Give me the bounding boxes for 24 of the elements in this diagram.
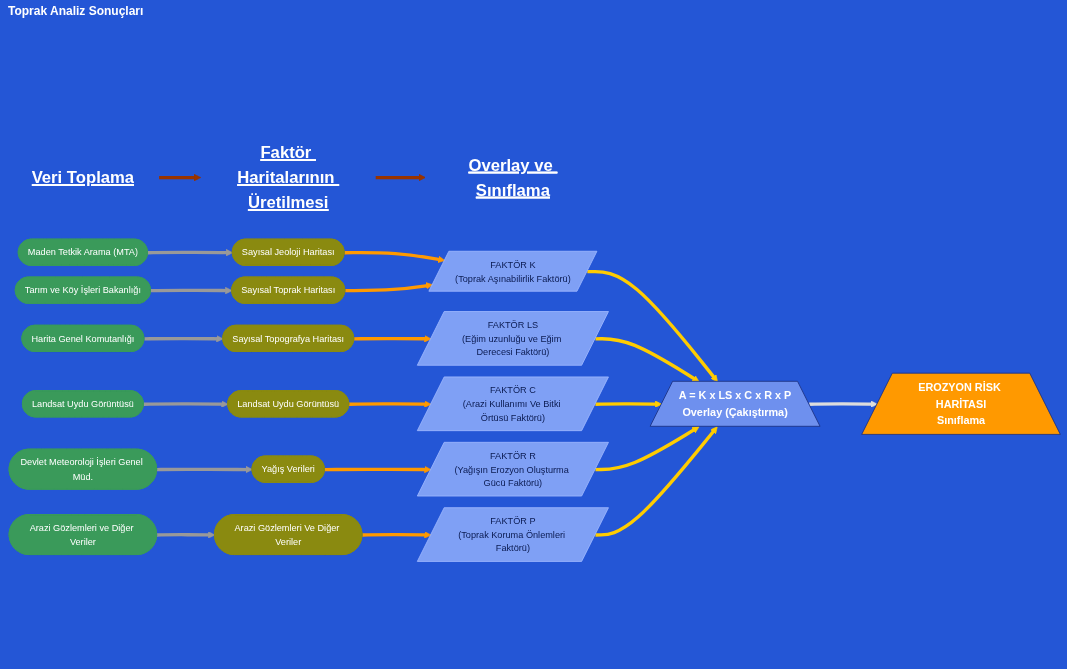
arrow: [157, 531, 216, 539]
arrow: [147, 249, 234, 257]
arrow: [595, 426, 700, 472]
arrow: [144, 335, 224, 343]
arrow: [595, 426, 718, 537]
node-text: Veri Toplama: [31, 168, 135, 187]
arrow: [354, 335, 432, 343]
arrow: [143, 400, 229, 408]
arrow: [156, 465, 253, 474]
arrow: [324, 465, 432, 474]
node-text: Faktör Haritalarının Üretilmesi: [237, 143, 335, 212]
arrow: [595, 337, 700, 383]
arrow: [809, 400, 878, 408]
arrow: [159, 173, 202, 182]
arrow: [349, 400, 432, 408]
arrow: [344, 250, 446, 263]
arrow: [595, 400, 663, 408]
arrow: [587, 269, 718, 383]
arrow: [345, 282, 434, 293]
arrow: [150, 286, 233, 295]
node-text: Overlay ve Sınıflama: [468, 155, 553, 200]
arrow: [375, 173, 426, 182]
note-text: Toprak Analiz Sonuçları: [8, 4, 144, 18]
arrow: [362, 531, 432, 539]
